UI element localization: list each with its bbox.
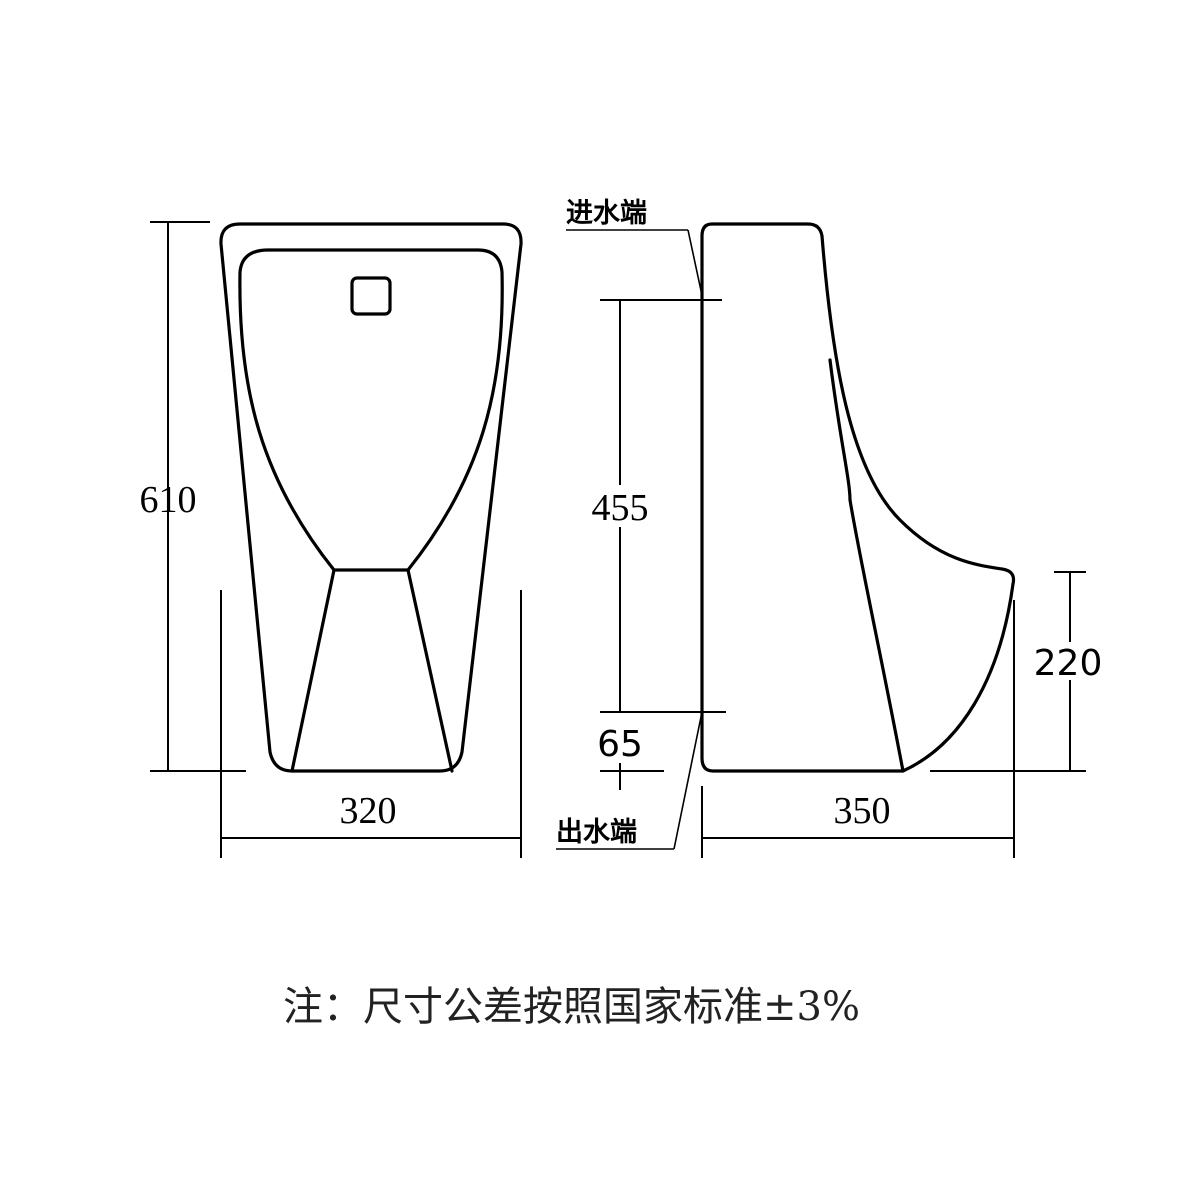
port-leaders — [556, 229, 704, 850]
side-outer-outline — [700, 222, 1016, 773]
front-height-label: 610 — [140, 479, 197, 521]
flush-button-icon — [350, 276, 392, 316]
side-depth-dimension — [701, 600, 1015, 858]
front-bowl-outline — [238, 248, 504, 572]
tolerance-note: 注：尺寸公差按照国家标准±3% — [283, 984, 860, 1030]
inlet-port-label: 进水端 — [566, 198, 647, 229]
outlet-port-label: 出水端 — [556, 817, 637, 848]
side-depth-label: 350 — [834, 790, 891, 832]
inlet-height-dimension — [600, 299, 726, 790]
front-view — [219, 222, 523, 773]
lip-label-mask — [1034, 642, 1104, 680]
outlet-height-label: 65 — [597, 724, 643, 765]
inlet-height-label: 455 — [592, 487, 649, 529]
front-width-label: 320 — [340, 790, 397, 832]
inlet-label-mask — [586, 485, 656, 527]
front-outer-outline — [219, 222, 523, 773]
front-width-dimension — [220, 590, 522, 858]
side-inner-contour — [828, 358, 905, 773]
front-height-dimension — [150, 221, 246, 772]
lip-height-label: 220 — [1034, 643, 1103, 684]
side-view — [700, 222, 1016, 773]
front-drain-trapezoid — [290, 568, 454, 773]
